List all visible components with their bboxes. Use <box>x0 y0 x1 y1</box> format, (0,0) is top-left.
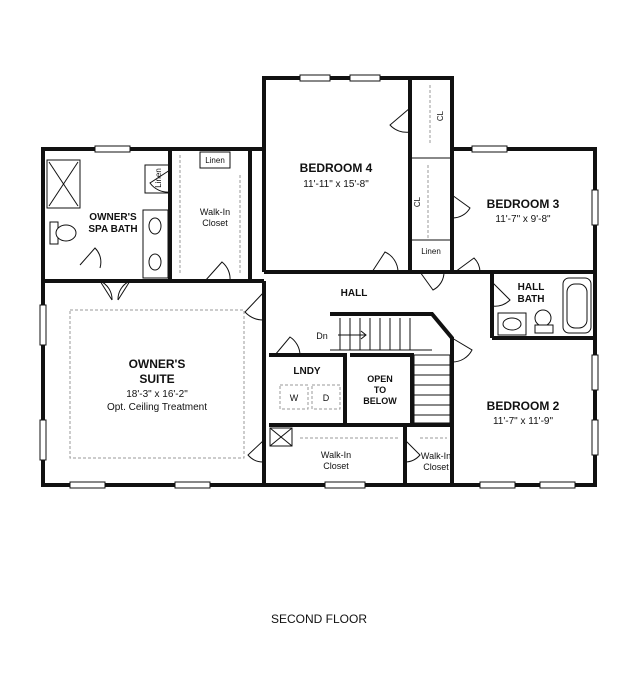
room-name-bedroom2: BEDROOM 2 <box>487 399 560 413</box>
open-to-below-line2: TO <box>374 385 386 395</box>
bed2-wic-line1: Walk-In <box>421 451 451 461</box>
dryer-label: D <box>323 393 330 403</box>
open-to-below-line1: OPEN <box>367 374 393 384</box>
linen-owners-wic: Linen <box>205 156 225 165</box>
stairs-lower <box>413 354 451 424</box>
owners-wic-line2: Closet <box>202 218 228 228</box>
room-dims-bedroom2: 11'-7" x 11'-9" <box>493 416 553 427</box>
room-name-owners-bath-line1: OWNER'S <box>89 212 137 223</box>
room-name-owners-suite-line2: SUITE <box>139 372 174 386</box>
room-note-owners-suite: Opt. Ceiling Treatment <box>107 402 207 413</box>
bed2-wic-line2: Closet <box>423 462 449 472</box>
room-name-laundry: LNDY <box>293 366 321 377</box>
room-name-hall-bath-line2: BATH <box>517 294 544 305</box>
room-name-hall: HALL <box>341 288 368 299</box>
suite-wic-line1: Walk-In <box>321 450 351 460</box>
washer-label: W <box>290 393 299 403</box>
windows <box>39 74 599 489</box>
room-dims-bedroom3: 11'-7" x 9'-8" <box>495 214 551 225</box>
linen-hall: Linen <box>421 247 441 256</box>
room-name-bedroom4: BEDROOM 4 <box>300 161 373 175</box>
open-to-below-line3: BELOW <box>363 396 397 406</box>
doors <box>79 107 511 463</box>
floor-title: SECOND FLOOR <box>271 612 367 626</box>
room-dims-bedroom4: 11'-11" x 15'-8" <box>303 179 369 190</box>
details <box>46 85 592 459</box>
stairs-down-label: Dn <box>316 331 328 341</box>
linen-owners-bath: Linen <box>154 168 163 188</box>
room-name-hall-bath-line1: HALL <box>518 282 545 293</box>
room-name-owners-suite-line1: OWNER'S <box>129 357 186 371</box>
owners-wic-line1: Walk-In <box>200 207 230 217</box>
room-dims-owners-suite: 18'-3" x 16'-2" <box>126 389 188 400</box>
cl-bed3: CL <box>413 196 422 207</box>
room-name-bedroom3: BEDROOM 3 <box>487 197 560 211</box>
cl-bed4: CL <box>436 110 445 121</box>
suite-wic-line2: Closet <box>323 461 349 471</box>
labels: BEDROOM 4 11'-11" x 15'-8" BEDROOM 3 11'… <box>88 110 559 626</box>
stairs-upper <box>330 318 432 351</box>
room-name-owners-bath-line2: SPA BATH <box>88 224 137 235</box>
